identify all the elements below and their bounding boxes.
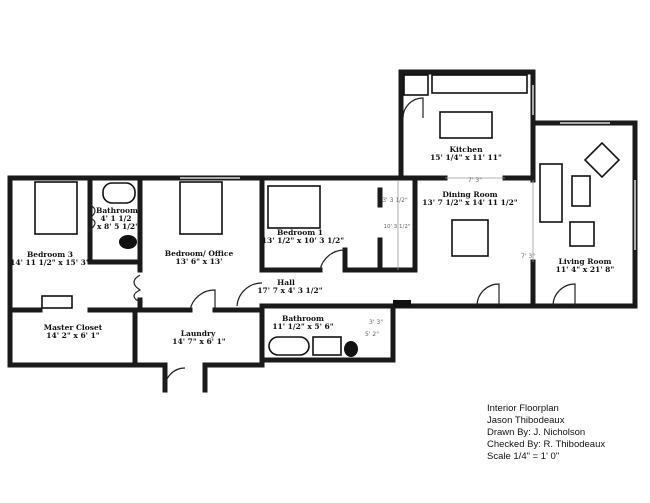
- living-size: 11' 4" x 21' 8": [556, 265, 615, 274]
- laundry-name: Laundry: [181, 329, 216, 338]
- kitchen-size: 15' 1/4" x 11' 11": [430, 153, 502, 162]
- armchair: [569, 221, 595, 247]
- dining-size: 13' 7 1/2" x 14' 11 1/2": [422, 198, 518, 207]
- kitchen-name: Kitchen: [449, 145, 483, 154]
- dining-table: [451, 219, 489, 257]
- bath-small-size1: 4' 1 1/2: [100, 214, 131, 223]
- bathtub-small: [102, 182, 136, 204]
- dim-bath-closet-h: 5' 2": [365, 331, 379, 338]
- title-block: Interior Floorplan Jason Thibodeaux Draw…: [487, 403, 605, 463]
- bathroom-name: Bathroom: [282, 314, 324, 323]
- bedroom1-name: Bedroom 1: [277, 228, 323, 237]
- bedroom1-size: 13' 1/2" x 10' 3 1/2": [262, 236, 344, 245]
- bathroom-size: 11' 1/2" x 5' 6": [272, 322, 333, 331]
- dim-bath-closet-w: 3' 3": [369, 319, 383, 326]
- office-name: Bedroom/ Office: [165, 249, 234, 258]
- fridge: [403, 74, 429, 96]
- toilet: [344, 341, 358, 357]
- kitchen-island: [439, 111, 493, 139]
- walls: [7, 69, 638, 393]
- furniture: [34, 74, 621, 357]
- master-closet-size: 14' 2" x 6' 1": [46, 331, 100, 340]
- bed-office: [179, 181, 223, 235]
- living-name: Living Room: [559, 257, 612, 266]
- hall-name: Hall: [277, 278, 295, 287]
- bedroom3-size: 14' 11 1/2" x 15' 3": [10, 258, 90, 267]
- dim-living-opening: 7' 3": [521, 253, 535, 260]
- dim-closet-width: 3' 3 1/2": [382, 197, 408, 204]
- dim-closet-height: 10' 3 1/2": [384, 224, 411, 230]
- counter-stove: [431, 74, 528, 94]
- vanity: [312, 336, 342, 356]
- title-block-drawn-by: Drawn By: J. Nicholson: [487, 427, 586, 438]
- room-labels: Kitchen 15' 1/4" x 11' 11" Dining Room 1…: [10, 145, 614, 346]
- bath-small-size2: x 8' 5 1/2": [97, 222, 139, 231]
- office-size: 13' 6" x 13': [176, 257, 223, 266]
- title-block-checked-by: Checked By: R. Thibodeaux: [487, 439, 606, 450]
- bath-small-name: Bathroom: [96, 206, 138, 215]
- dim-kitchen-opening: 7' 3": [468, 177, 482, 184]
- bathtub: [268, 336, 310, 356]
- bed-bedroom1: [267, 185, 321, 229]
- title-block-scale: Scale 1/4" = 1' 0": [487, 451, 560, 462]
- sofa: [539, 163, 563, 223]
- laundry-size: 14' 7" x 6' 1": [172, 337, 226, 346]
- title-block-owner: Jason Thibodeaux: [487, 415, 565, 426]
- hall-size: 17' 7 x 4' 3 1/2": [257, 286, 322, 295]
- toilet-small: [119, 235, 137, 249]
- master-closet-name: Master Closet: [44, 323, 103, 332]
- bed-bedroom3: [34, 181, 78, 235]
- bedroom3-name: Bedroom 3: [27, 250, 73, 259]
- armchair-angled: [583, 141, 621, 179]
- coffee-table: [571, 175, 591, 207]
- dining-name: Dining Room: [442, 190, 497, 199]
- closet-shelf: [41, 295, 73, 309]
- title-block-title: Interior Floorplan: [487, 403, 559, 414]
- doors: [88, 97, 576, 391]
- windows: [180, 85, 636, 250]
